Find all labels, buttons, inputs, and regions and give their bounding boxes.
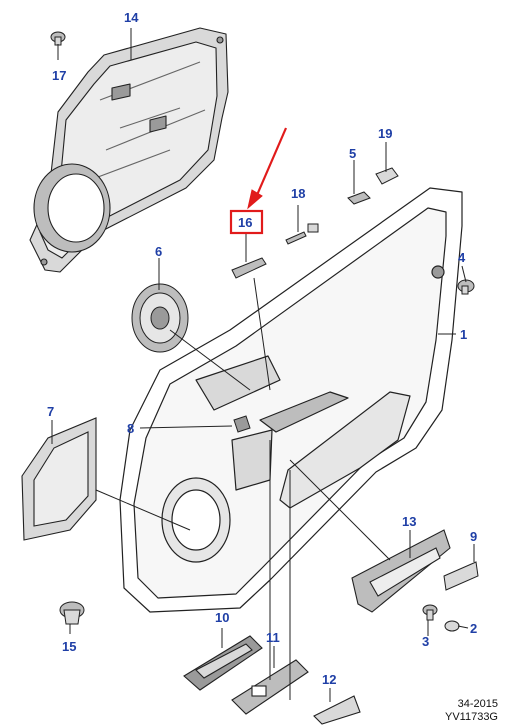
callout-14: 14 (124, 10, 139, 25)
callout-8: 8 (127, 421, 134, 436)
part-12-switch-cover (313, 695, 361, 725)
part-3-screw (422, 604, 438, 621)
callout-2: 2 (470, 621, 477, 636)
callout-15: 15 (62, 639, 76, 654)
callout-4: 4 (458, 250, 466, 265)
callout-1: 1 (460, 327, 467, 342)
part-2-plug (444, 620, 460, 632)
part-9-bezel (443, 561, 479, 591)
part-13-grab-handle (351, 529, 451, 613)
part-5-clip (347, 191, 371, 205)
part-6-speaker (131, 283, 189, 353)
callout-16: 16 (238, 215, 252, 230)
callout-19: 19 (378, 126, 392, 141)
part-8-retaining-clip (233, 415, 251, 433)
callout-9: 9 (470, 529, 477, 544)
part-4-fastener (457, 279, 475, 295)
callout-numbers: 14 17 19 5 18 16 6 4 1 7 8 13 9 10 2 3 1… (47, 10, 477, 687)
callout-17: 17 (52, 68, 66, 83)
reference-code: 34-2015 (457, 698, 498, 710)
callout-13: 13 (402, 514, 416, 529)
part-11-switch-bezel (231, 659, 309, 715)
callout-18: 18 (291, 186, 305, 201)
callout-6: 6 (155, 244, 162, 259)
highlight-box (229, 209, 264, 235)
callout-3: 3 (422, 634, 429, 649)
part-10-window-switch-pack (183, 635, 263, 691)
part-1-door-trim-panel (119, 187, 463, 613)
callout-5: 5 (349, 146, 356, 161)
part-7-cover-insert (21, 417, 97, 541)
part-18-connector-bracket (285, 205, 319, 245)
callout-7: 7 (47, 404, 54, 419)
part-15-push-fastener (59, 601, 85, 625)
callout-10: 10 (215, 610, 229, 625)
part-19-clip (375, 167, 399, 185)
callout-11: 11 (266, 630, 280, 645)
part-17-screw (50, 31, 66, 46)
highlight-arrow (247, 127, 288, 210)
part-16-trim-strip (231, 257, 267, 279)
part-14-door-carrier-panel (29, 27, 229, 273)
callout-12: 12 (322, 672, 336, 687)
figure-id: YV11733G (444, 711, 498, 723)
leader-lines (51, 28, 475, 702)
